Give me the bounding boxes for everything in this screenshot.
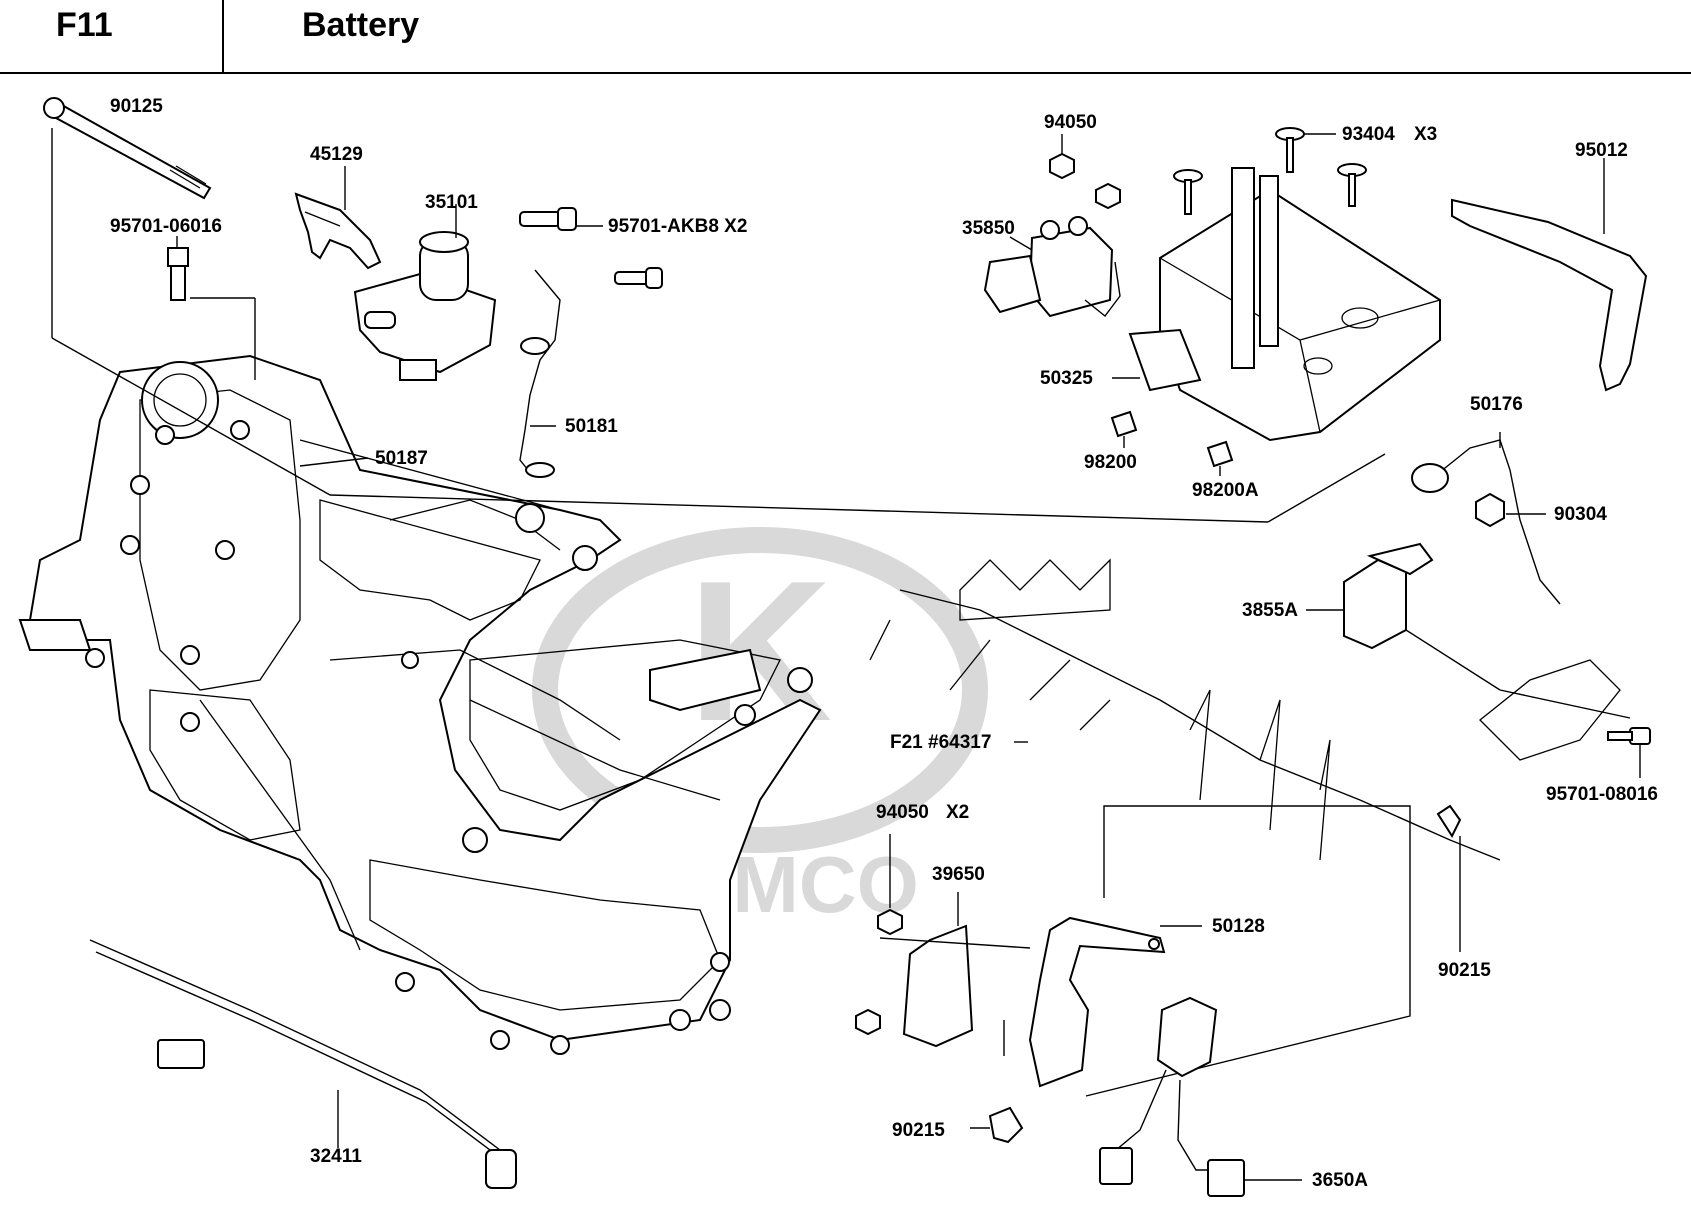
bracket-45129	[294, 166, 382, 270]
label-94050-top: 94050	[1044, 112, 1097, 133]
connector-3650a	[1099, 996, 1302, 1197]
clip-90215-bottom	[970, 1106, 1024, 1144]
leader-50187	[299, 457, 369, 467]
long-bolt-90125	[43, 97, 1386, 523]
label-35101: 35101	[425, 192, 478, 213]
cable-32411	[89, 939, 517, 1189]
label-95012: 95012	[1575, 140, 1628, 161]
clip-90215-right	[1436, 804, 1462, 952]
parts-diagram: K KYMCO	[18, 96, 1658, 1197]
label-3650a: 3650A	[1312, 1170, 1368, 1191]
section-code: F11	[56, 6, 113, 44]
bolts-95701-akb8	[519, 207, 663, 289]
bolt-95701-06016	[167, 236, 256, 380]
label-95701-08016: 95701-08016	[1546, 784, 1658, 805]
label-94050-qty: X2	[946, 802, 969, 823]
label-39650: 39650	[932, 864, 985, 885]
nuts-94050-top	[1049, 134, 1121, 210]
label-50325: 50325	[1040, 368, 1093, 389]
section-title: Battery	[302, 6, 420, 44]
label-32411: 32411	[310, 1146, 362, 1167]
wire-50181	[519, 269, 561, 478]
label-93404: 93404	[1342, 124, 1395, 145]
label-94050-bottom: 94050	[876, 802, 929, 823]
main-frame	[18, 354, 822, 1055]
label-3855a: 3855A	[1242, 600, 1298, 621]
label-95701-06016: 95701-06016	[110, 216, 222, 237]
regulator-3855a	[1306, 542, 1631, 719]
cable-50176	[1411, 432, 1561, 605]
label-50181: 50181	[565, 416, 618, 437]
part-labels: 90125 45129 35101 95701-06016 95701-AKB8…	[110, 96, 1658, 1191]
label-98200a: 98200A	[1192, 480, 1259, 501]
sensor-39650	[879, 892, 1031, 1048]
label-50128: 50128	[1212, 916, 1265, 937]
label-95701-akb8: 95701-AKB8 X2	[608, 216, 747, 237]
label-90304: 90304	[1554, 504, 1607, 525]
page-header: F11 Battery	[0, 0, 1691, 74]
label-50176: 50176	[1470, 394, 1523, 415]
label-f21: F21 #64317	[890, 732, 991, 753]
battery-box-50325	[1112, 167, 1441, 442]
label-90215-bottom: 90215	[892, 1120, 945, 1141]
clips-98200	[1110, 410, 1234, 476]
bolts-93404	[1173, 127, 1367, 215]
bolt-95701-08016	[1607, 727, 1651, 778]
starter-relay-35850	[983, 216, 1121, 318]
label-93404-qty: X3	[1414, 124, 1437, 145]
label-90125: 90125	[110, 96, 163, 117]
label-50187: 50187	[375, 448, 428, 469]
header-divider	[222, 0, 224, 72]
bracket-50128	[1003, 805, 1411, 1097]
wire-harness-f21	[869, 558, 1621, 861]
label-98200: 98200	[1084, 452, 1137, 473]
strap-95012	[1451, 158, 1648, 392]
nuts-94050-bottom	[855, 834, 903, 1036]
ignition-switch-35101	[353, 204, 497, 381]
label-90215-right: 90215	[1438, 960, 1491, 981]
label-45129: 45129	[310, 144, 363, 165]
label-35850: 35850	[962, 218, 1015, 239]
